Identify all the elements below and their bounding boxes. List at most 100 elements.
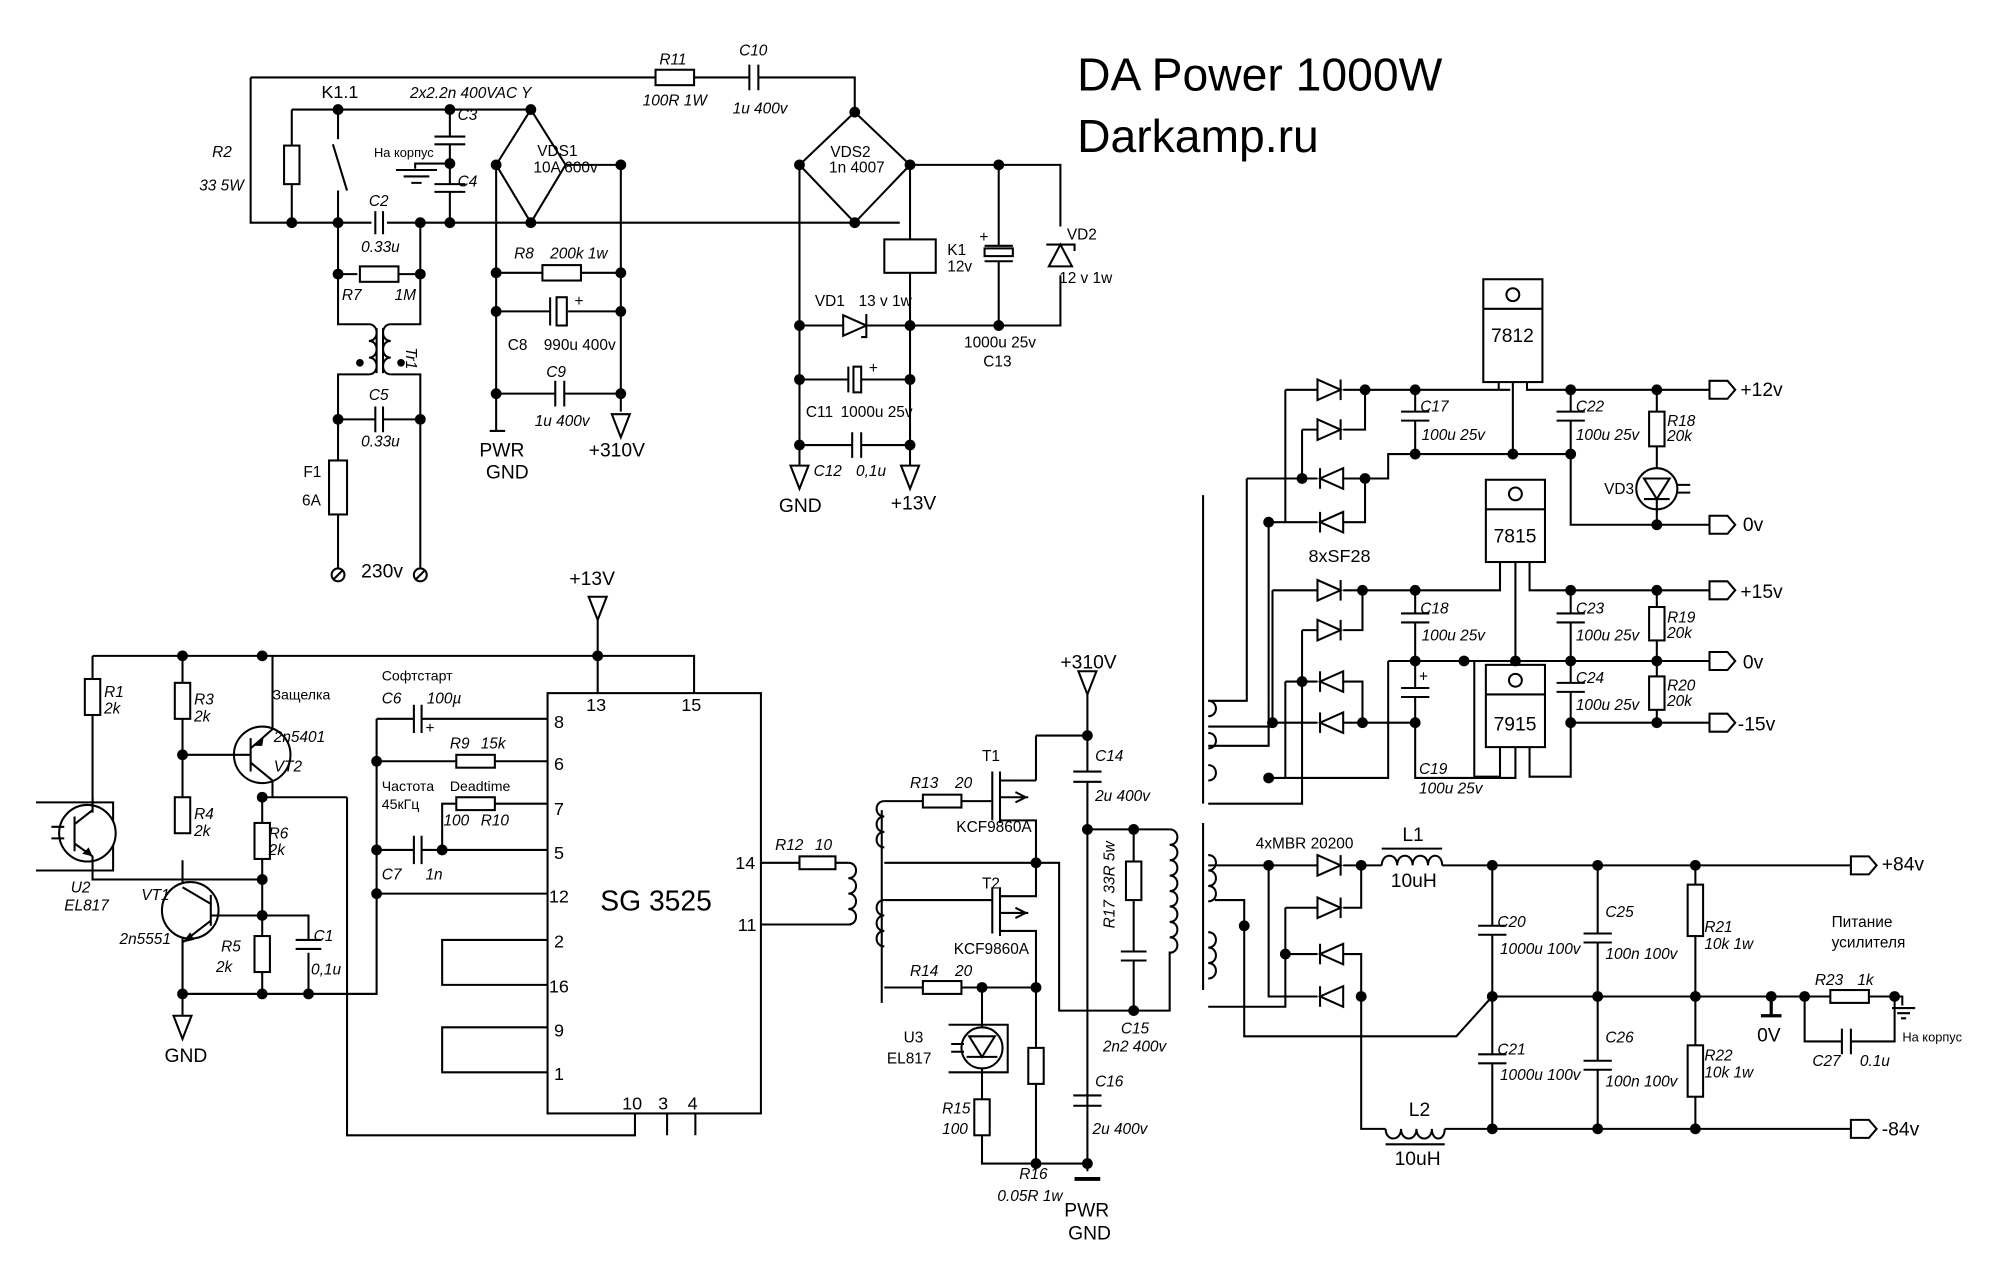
chassis-ground-icon-out — [1892, 995, 1916, 1020]
label-r11: R11 — [659, 52, 686, 69]
hv-arrow-icon-inv — [1076, 670, 1098, 698]
value-vt1: 2n5551 — [119, 931, 171, 948]
label-v13-ctrl: +13V — [569, 569, 615, 590]
resistor-r10 — [455, 796, 496, 812]
resistor-r2 — [283, 144, 301, 186]
pin-1: 1 — [554, 1064, 564, 1084]
value-vds2: 1n 4007 — [829, 160, 885, 177]
zener-vd2 — [1047, 242, 1074, 268]
label-vt2: VT2 — [274, 759, 303, 776]
value-k1: 12v — [947, 259, 972, 276]
value-l2: 10uH — [1395, 1149, 1441, 1170]
aux-section: 8xSF28 C17 100u 25v 7812 C22 100u 25v R1… — [1208, 278, 1783, 805]
value-c7: 1n — [425, 867, 442, 884]
pin-12: 12 — [549, 887, 569, 907]
pin-13: 13 — [586, 695, 606, 715]
svg-text:+: + — [1419, 669, 1428, 686]
resistor-r5 — [253, 935, 271, 974]
resistor-r3 — [173, 681, 192, 720]
label-amp-supply-2: усилителя — [1832, 935, 1906, 952]
value-r1: 2k — [103, 701, 122, 718]
common-mode-choke-tr1 — [368, 323, 391, 376]
pin-4: 4 — [688, 1094, 698, 1114]
resistor-r11 — [654, 68, 696, 87]
label-vt1: VT1 — [141, 887, 169, 904]
pin-8: 8 — [554, 712, 564, 732]
title: DA Power 1000W — [1077, 48, 1442, 100]
label-out-minus15v: -15v — [1738, 714, 1776, 735]
label-7812: 7812 — [1491, 326, 1534, 347]
label-c24: C24 — [1576, 670, 1604, 687]
label-out-84v: +84v — [1882, 855, 1925, 876]
value-c21: 1000u 100v — [1500, 1067, 1582, 1084]
standby-section: VDS2 1n 4007 K1 12v + 1000u 25v C13 VD2 … — [779, 106, 1113, 517]
resistor-r1 — [83, 677, 102, 717]
label-pwr-gnd-1: PWR — [479, 441, 524, 462]
v13-arrow-icon — [899, 464, 921, 492]
label-c21: C21 — [1497, 1041, 1525, 1058]
value-c11: 1000u 25v — [841, 404, 913, 421]
value-vds1: 10A 600v — [533, 160, 598, 177]
value-r7: 1M — [395, 287, 417, 304]
label-vd3: VD3 — [1604, 481, 1634, 498]
value-vd2: 12 v 1w — [1059, 270, 1113, 287]
label-r20: R20 — [1667, 678, 1696, 695]
inductor-l1 — [1380, 847, 1444, 866]
inductor-l2 — [1384, 1128, 1446, 1146]
label-sf28: 8xSF28 — [1308, 546, 1370, 566]
main-output-section: 4xMBR 20200 L1 10uH L2 10uH C20 1000u 10… — [1208, 825, 1963, 1170]
chassis-ground-icon — [395, 162, 450, 184]
value-c23: 100u 25v — [1576, 627, 1641, 644]
inverter-section: +310V R13 20 R14 20 T1 KCF9860A T2 KCF98… — [875, 653, 1179, 1244]
value-c24: 100u 25v — [1576, 697, 1641, 714]
value-c8: 990u 400v — [544, 337, 616, 354]
value-c9: 1u 400v — [535, 413, 591, 430]
resistor-r13 — [921, 793, 963, 809]
terminal-n[interactable] — [412, 567, 428, 583]
value-r10: 100 — [443, 813, 469, 830]
label-mbr: 4xMBR 20200 — [1256, 836, 1354, 853]
label-vds2: VDS2 — [830, 144, 870, 161]
terminal-l[interactable] — [330, 567, 346, 583]
pin-7: 7 — [554, 799, 564, 819]
label-t2: T2 — [982, 876, 1000, 893]
hv-arrow-icon — [610, 413, 632, 441]
gnd-arrow-icon-ctrl — [172, 1014, 194, 1042]
value-c19: 100u 25v — [1419, 780, 1484, 797]
resistor-r22 — [1686, 1044, 1705, 1098]
resistor-r21 — [1686, 883, 1705, 938]
label-c10: C10 — [739, 43, 768, 60]
value-r13: 20 — [954, 775, 973, 792]
value-r21: 10k 1w — [1704, 936, 1754, 953]
value-r18: 20k — [1666, 428, 1693, 445]
label-out-12v: +12v — [1740, 380, 1783, 401]
label-vds1: VDS1 — [537, 143, 577, 160]
label-c22: C22 — [1576, 399, 1605, 416]
value-r20: 20k — [1666, 693, 1693, 710]
resistor-r17 — [1124, 860, 1143, 902]
svg-text:+: + — [575, 293, 584, 310]
resistor-r23 — [1829, 989, 1870, 1004]
svg-text:+: + — [869, 360, 878, 377]
value-r6: 2k — [268, 842, 287, 859]
value-c1: 0,1u — [311, 962, 341, 979]
label-c1: C1 — [314, 928, 334, 945]
label-r9: R9 — [450, 735, 470, 752]
value-r8: 200k 1w — [549, 246, 608, 263]
value-t1: KCF9860A — [956, 819, 1032, 836]
label-l1: L1 — [1402, 825, 1423, 846]
value-r17: 33R 5w — [1101, 841, 1118, 894]
label-chassis: На корпус — [374, 145, 434, 160]
label-c7: C7 — [382, 867, 403, 884]
value-u3: EL817 — [887, 1050, 932, 1067]
value-c16: 2u 400v — [1092, 1121, 1149, 1138]
label-out-0v-a: 0v — [1743, 515, 1764, 536]
value-r9: 15k — [481, 735, 507, 752]
label-c16: C16 — [1095, 1073, 1124, 1090]
label-ycaps: 2x2.2n 400VAC Y — [409, 85, 533, 102]
value-r14: 20 — [954, 963, 973, 980]
label-zero-v: 0V — [1757, 1025, 1781, 1046]
value-freq: 45кГц — [382, 796, 420, 812]
label-r7: R7 — [342, 287, 363, 304]
